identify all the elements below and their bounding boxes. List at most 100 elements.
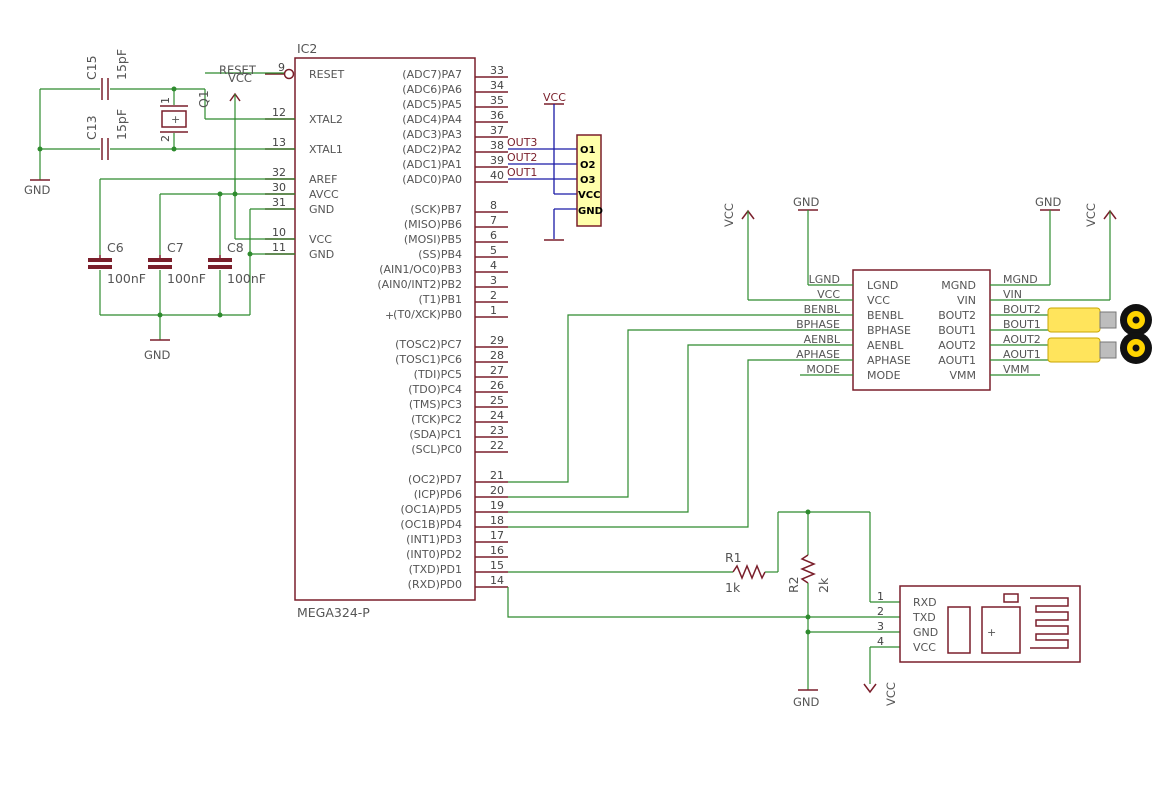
c15-ref: C15: [84, 55, 99, 80]
mcu-left-pin-name: GND: [309, 248, 334, 261]
c7-ref: C7: [167, 240, 184, 255]
bt-pin-name: RXD: [913, 596, 937, 609]
mcu-right-pin-name: (AIN0/INT2)PB2: [377, 278, 462, 291]
driver-left-pin: LGND: [867, 279, 898, 292]
mcu-right-pin-num: 29: [490, 334, 504, 347]
crystal-pin2: 2: [159, 135, 172, 142]
mcu-right-pin-name: (OC2)PD7: [408, 473, 462, 486]
crystal-section: C15 15pF C13 15pF + 1 2 Q1 GND: [24, 49, 295, 197]
mcu: IC2 MEGA324-P RESET9XTAL212XTAL113AREF32…: [265, 41, 508, 620]
mcu-left-pin-num: 30: [272, 181, 286, 194]
driver-right-net: BOUT1: [1003, 318, 1041, 331]
r2-value: 2k: [816, 577, 831, 593]
driver-left-pin: BENBL: [867, 309, 904, 322]
mcu-right-pin-num: 24: [490, 409, 504, 422]
driver-right-pin: AOUT1: [938, 354, 976, 367]
mcu-right-pin-num: 35: [490, 94, 504, 107]
mcu-left-pin-name: XTAL1: [309, 143, 343, 156]
mcu-right-pin-name: (ADC2)PA2: [402, 143, 462, 156]
driver-left-net: BPHASE: [796, 318, 840, 331]
mcu-right-pin-num: 38: [490, 139, 504, 152]
gnd-label-decoupling: GND: [144, 348, 171, 362]
c6-value: 100nF: [107, 271, 146, 286]
mcu-left-pin-num: 9: [278, 61, 285, 74]
driver-right-net: VIN: [1003, 288, 1022, 301]
driver-right-pin: BOUT1: [938, 324, 976, 337]
mcu-right-pin-num: 34: [490, 79, 504, 92]
mcu-right-pin-name: (TDO)PC4: [408, 383, 462, 396]
crystal-pin1: 1: [159, 97, 172, 104]
mcu-right-pin-num: 7: [490, 214, 497, 227]
header-pin-o2: O2: [580, 160, 596, 171]
header-vcc-label: VCC: [543, 91, 566, 104]
mcu-part: MEGA324-P: [297, 605, 370, 620]
mcu-left-pin-name: AVCC: [309, 188, 339, 201]
pb0-mark: +: [385, 309, 394, 322]
svg-text:+: +: [171, 113, 180, 126]
bt-pin-name: TXD: [912, 611, 936, 624]
c8-value: 100nF: [227, 271, 266, 286]
bt-pin-num: 4: [877, 635, 884, 648]
mcu-right-pin-num: 19: [490, 499, 504, 512]
mcu-right-pin-name: (SCL)PC0: [411, 443, 462, 456]
mcu-right-pin-num: 37: [490, 124, 504, 137]
mcu-left-pin-num: 31: [272, 196, 286, 209]
bt-gnd-label: GND: [793, 695, 820, 709]
net-out3: OUT3: [507, 136, 537, 149]
mcu-right-pin-name: (OC1B)PD4: [400, 518, 462, 531]
mcu-right-pin-num: 6: [490, 229, 497, 242]
mcu-right-pin-num: 3: [490, 274, 497, 287]
mcu-left-pin-name: RESET: [309, 68, 345, 81]
vcc-label-reset: VCC: [228, 71, 252, 85]
mcu-right-pin-name: (SS)PB4: [418, 248, 462, 261]
bt-pin-name: VCC: [913, 641, 936, 654]
mcu-right-pin-name: (SDA)PC1: [409, 428, 462, 441]
mcu-right-pin-num: 28: [490, 349, 504, 362]
mcu-right-pin-name: (TCK)PC2: [411, 413, 462, 426]
driver-left-net: VCC: [817, 288, 840, 301]
r2-ref: R2: [786, 576, 801, 593]
mcu-left-pin-num: 32: [272, 166, 286, 179]
mcu-right-pin-num: 25: [490, 394, 504, 407]
mcu-right-pin-name: (ADC4)PA4: [402, 113, 462, 126]
driver-right-pin: BOUT2: [938, 309, 976, 322]
mcu-right-pin-name: (ADC3)PA3: [402, 128, 462, 141]
mcu-right-pin-name: (T1)PB1: [419, 293, 462, 306]
mcu-left-pin-name: VCC: [309, 233, 332, 246]
mcu-right-pin-name: (MISO)PB6: [404, 218, 462, 231]
decoupling-section: C6 100nF C7 100nF C8 100nF GND: [88, 178, 295, 362]
mcu-right-pin-num: 8: [490, 199, 497, 212]
mcu-right-pin-name: (OC1A)PD5: [400, 503, 462, 516]
mcu-left-pin-num: 13: [272, 136, 286, 149]
mcu-right-pin-num: 39: [490, 154, 504, 167]
header-pin-o1: O1: [580, 145, 596, 156]
driver-right-pin: AOUT2: [938, 339, 976, 352]
mcu-right-pin-name: (SCK)PB7: [410, 203, 462, 216]
driver-left-net: AENBL: [804, 333, 841, 346]
mcu-right-pin-name: (T0/XCK)PB0: [393, 308, 462, 321]
mcu-right-pin-name: (TOSC1)PC6: [395, 353, 462, 366]
driver-left-net: BENBL: [804, 303, 841, 316]
mcu-right-pin-num: 20: [490, 484, 504, 497]
mcu-right-pin-name: (ADC1)PA1: [402, 158, 462, 171]
driver-right-net: VMM: [1003, 363, 1030, 376]
control-wires: [508, 314, 853, 528]
mcu-right-pin-name: (ADC5)PA5: [402, 98, 462, 111]
mcu-right-pin-num: 5: [490, 244, 497, 257]
mcu-right-pin-name: (INT0)PD2: [406, 548, 462, 561]
net-out2: OUT2: [507, 151, 537, 164]
mcu-left-pin-name: AREF: [309, 173, 337, 186]
mcu-right-pin-name: (TDI)PC5: [414, 368, 462, 381]
crystal-ref: Q1: [196, 90, 211, 108]
header-pin-o3: O3: [580, 175, 596, 186]
mcu-right-pin-name: (TMS)PC3: [409, 398, 462, 411]
motor-a: [1047, 332, 1152, 364]
r1-value: 1k: [725, 580, 741, 595]
mcu-right-pin-name: (AIN1/OC0)PB3: [379, 263, 462, 276]
mcu-right-pin-num: 40: [490, 169, 504, 182]
c6-ref: C6: [107, 240, 124, 255]
mcu-right-pin-num: 17: [490, 529, 504, 542]
mcu-right-pin-num: 33: [490, 64, 504, 77]
